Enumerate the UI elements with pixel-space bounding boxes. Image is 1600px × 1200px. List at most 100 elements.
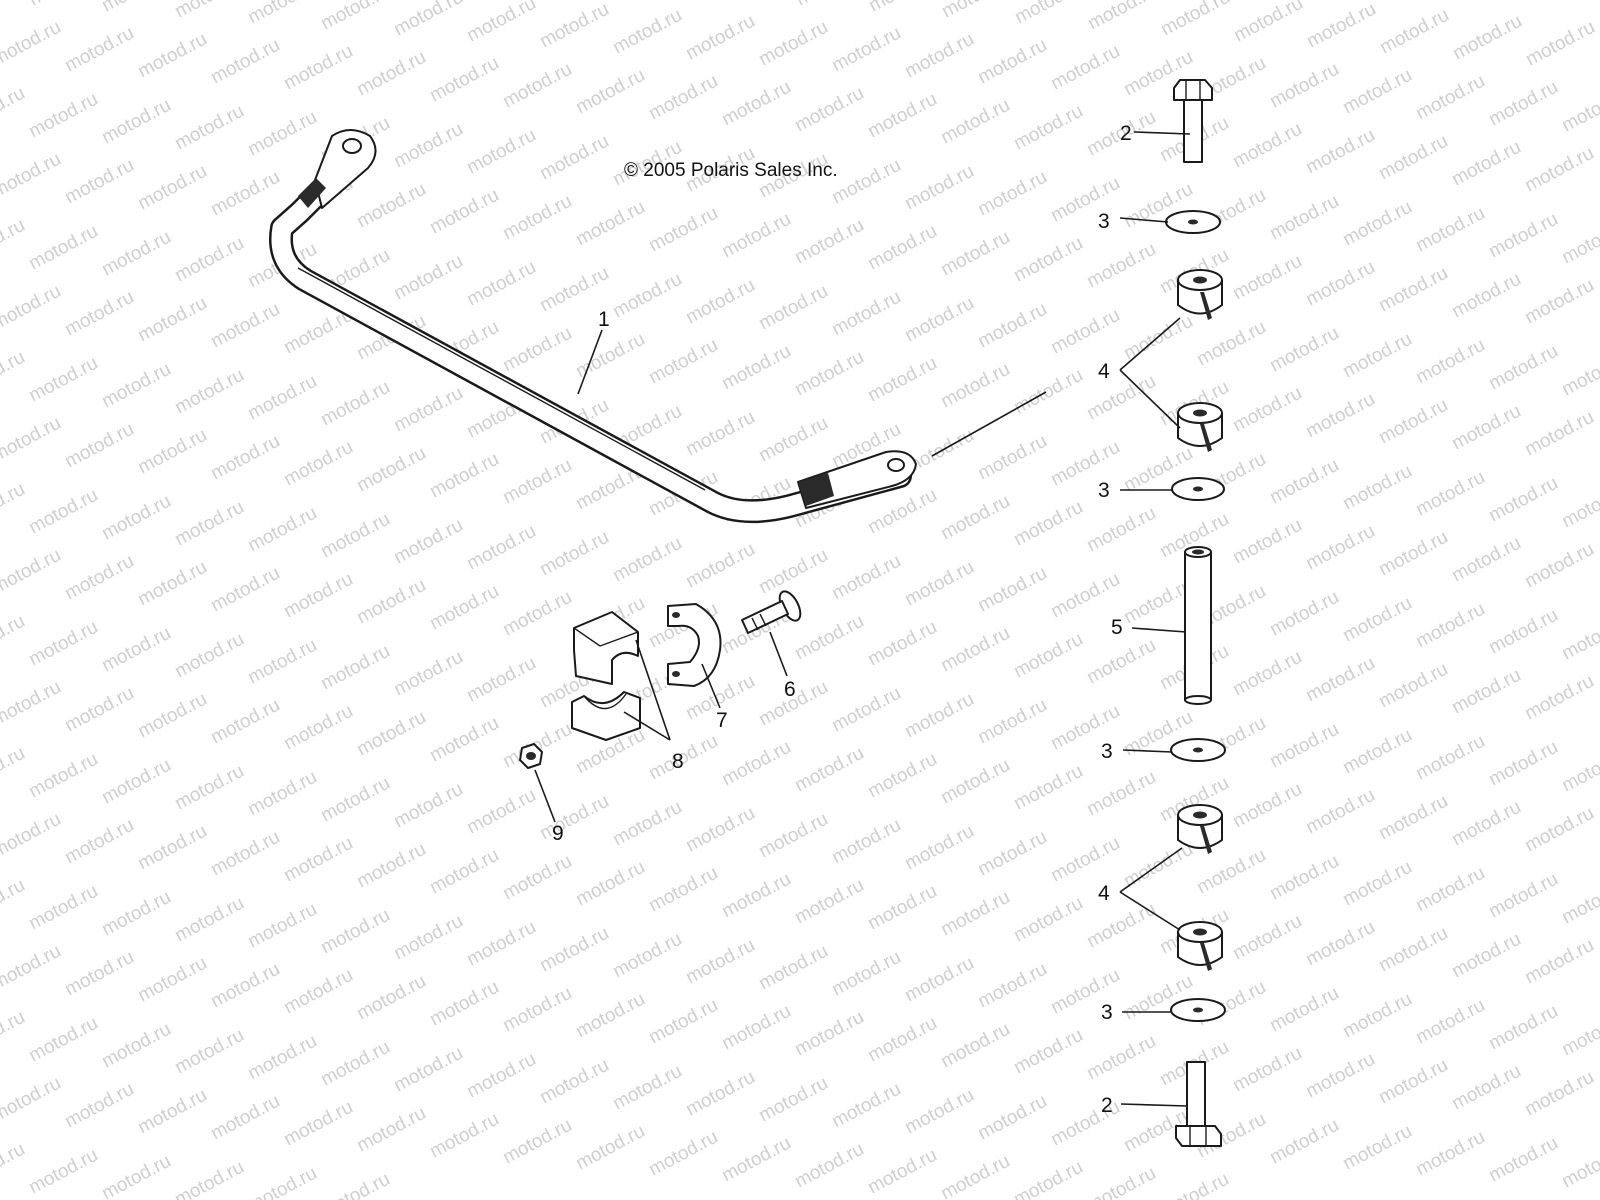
watermark-text: motod.ru [98,1019,174,1073]
watermark-text: motod.ru [499,1115,575,1169]
watermark-text: motod.ru [1011,0,1087,28]
watermark-text: motod.ru [98,755,174,809]
watermark-text: motod.ru [244,767,320,821]
watermark-text: motod.ru [1485,605,1561,659]
watermark-text: motod.ru [244,899,320,953]
watermark-text: motod.ru [1448,1061,1524,1115]
watermark-text: motod.ru [682,539,758,593]
watermark-text: motod.ru [1485,473,1561,527]
watermark-text: motod.ru [828,155,904,209]
watermark-text: motod.ru [390,515,466,569]
watermark-text: motod.ru [98,227,174,281]
watermark-text: motod.ru [463,257,539,311]
watermark-text: motod.ru [791,611,867,665]
watermark-text: motod.ru [901,293,977,347]
watermark-text: motod.ru [0,611,29,665]
watermark-text: motod.ru [244,1031,320,1085]
part-sleeve [1184,546,1212,705]
watermark-text: motod.ru [974,167,1050,221]
watermark-text: motod.ru [353,971,429,1025]
watermark-text: motod.ru [353,179,429,233]
watermark-text: motod.ru [1375,395,1451,449]
watermark-text: motod.ru [280,833,356,887]
watermark-text: motod.ru [280,965,356,1019]
watermark-text: motod.ru [682,935,758,989]
watermark-text: motod.ru [1375,131,1451,185]
watermark-text: motod.ru [901,29,977,83]
watermark-text: motod.ru [1047,305,1123,359]
watermark-text: motod.ru [0,281,65,335]
watermark-text: motod.ru [937,359,1013,413]
watermark-text: motod.ru [1485,1001,1561,1055]
watermark-text: motod.ru [1485,77,1561,131]
watermark-text: motod.ru [244,635,320,689]
watermark-text: motod.ru [1449,11,1525,65]
watermark-text: motod.ru [0,0,29,4]
watermark-text: motod.ru [280,1097,356,1151]
watermark-text: motod.ru [792,0,868,10]
watermark-text: motod.ru [1010,1025,1086,1079]
part-bushing-4 [1177,921,1223,971]
watermark-text: motod.ru [207,299,283,353]
watermark-text: motod.ru [1448,797,1524,851]
watermark-text: motod.ru [1083,1031,1159,1085]
watermark-text: motod.ru [353,839,429,893]
watermark-text: motod.ru [1558,611,1600,665]
watermark-text: motod.ru [828,23,904,77]
callout-4-lower: 4 [1098,882,1110,905]
part-nut [519,743,543,769]
watermark-text: motod.ru [1448,533,1524,587]
watermark-text: motod.ru [536,923,612,977]
watermark-text: motod.ru [1485,869,1561,923]
watermark-text: motod.ru [134,29,210,83]
watermark-text: motod.ru [1521,803,1597,857]
watermark-text: motod.ru [1229,383,1305,437]
watermark-text: motod.ru [426,977,502,1031]
watermark-text: motod.ru [1412,731,1488,785]
watermark-text: motod.ru [1339,65,1415,119]
watermark-text: motod.ru [1558,479,1600,533]
watermark-text: motod.ru [1558,83,1600,137]
watermark-text: motod.ru [1047,437,1123,491]
watermark-text: motod.ru [61,551,137,605]
watermark-text: motod.ru [0,677,65,731]
watermark-text: motod.ru [1010,233,1086,287]
watermark-text: motod.ru [1266,323,1342,377]
watermark-text: motod.ru [1010,101,1086,155]
watermark-text: motod.ru [609,1061,685,1115]
watermark-text: motod.ru [134,557,210,611]
watermark-text: motod.ru [426,713,502,767]
watermark-text: motod.ru [134,821,210,875]
watermark-text: motod.ru [1448,269,1524,323]
watermark-text: motod.ru [25,881,101,935]
watermark-text: motod.ru [207,1091,283,1145]
watermark-text: motod.ru [572,857,648,911]
watermark-text: motod.ru [572,197,648,251]
watermark-text: motod.ru [609,533,685,587]
watermark-text: motod.ru [25,89,101,143]
watermark-text: motod.ru [791,743,867,797]
watermark-text: motod.ru [134,293,210,347]
watermark-text: motod.ru [0,545,65,599]
watermark-text: motod.ru [1375,923,1451,977]
watermark-text: motod.ru [98,0,174,16]
part-stabilizer-bar [269,129,917,524]
watermark-text: motod.ru [1376,5,1452,59]
watermark-text: motod.ru [937,887,1013,941]
watermark-text: motod.ru [1448,401,1524,455]
watermark-text: motod.ru [353,1103,429,1157]
watermark-text: motod.ru [974,827,1050,881]
watermark-text: motod.ru [0,413,65,467]
watermark-text: motod.ru [134,425,210,479]
watermark-text: motod.ru [499,983,575,1037]
watermark-text: motod.ru [25,1013,101,1067]
centerline-leader [931,391,1047,457]
watermark-text: motod.ru [864,749,940,803]
watermark-text: motod.ru [791,1139,867,1193]
watermark-text: motod.ru [426,1109,502,1163]
watermark-text: motod.ru [1010,497,1086,551]
watermark-text: motod.ru [98,623,174,677]
watermark-text: motod.ru [718,1133,794,1187]
watermark-text: motod.ru [1558,1007,1600,1061]
watermark-text: motod.ru [791,875,867,929]
